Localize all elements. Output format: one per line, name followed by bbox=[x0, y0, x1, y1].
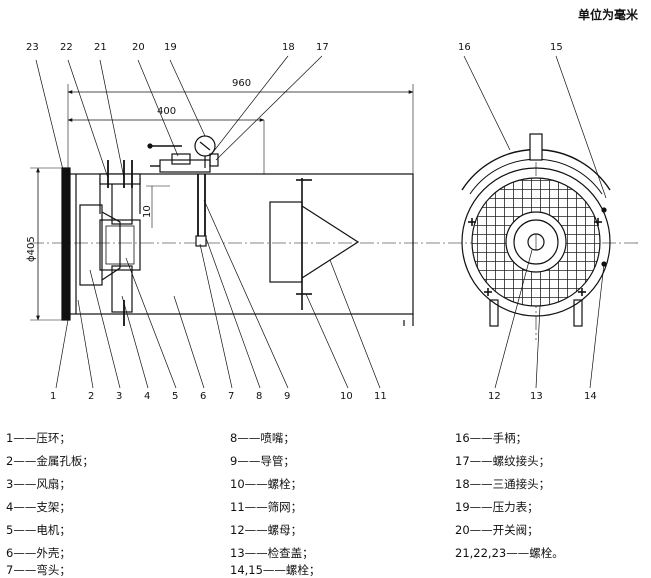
legend-item-10: 10——螺栓； bbox=[230, 477, 303, 491]
callout-1: 1 bbox=[50, 391, 56, 400]
legend-item-4: 4——支架； bbox=[6, 500, 71, 514]
callout-13: 13 bbox=[530, 391, 543, 400]
legend-item-3: 3——风扇； bbox=[6, 477, 71, 491]
callout-19: 19 bbox=[164, 42, 177, 53]
callout-2: 2 bbox=[88, 391, 94, 400]
legend-item-19: 19——压力表； bbox=[455, 500, 539, 514]
legend-item-20: 20——开关阀； bbox=[455, 523, 539, 537]
callout-15: 15 bbox=[550, 42, 563, 53]
legend-item-2: 2——金属孔板； bbox=[6, 454, 94, 468]
leader-lines bbox=[35, 55, 607, 389]
callout-8: 8 bbox=[256, 391, 262, 400]
screen-mesh-frame bbox=[269, 201, 303, 283]
callout-18: 18 bbox=[282, 42, 295, 53]
legend-item-5: 5——电机； bbox=[6, 523, 71, 537]
legend-item-7: 7——弯头； bbox=[6, 563, 71, 577]
callout-21: 21 bbox=[94, 42, 107, 53]
callout-17: 17 bbox=[316, 42, 329, 53]
dim-overall-length: 960 bbox=[232, 78, 251, 89]
legend-item-8: 8——喷嘴； bbox=[230, 431, 295, 445]
legend-item-12: 12——螺母； bbox=[230, 523, 303, 537]
callout-9: 9 bbox=[284, 391, 290, 400]
callout-23: 23 bbox=[26, 42, 39, 53]
callout-14: 14 bbox=[584, 391, 597, 400]
support-bottom bbox=[111, 265, 133, 313]
dim-offset: 10 bbox=[142, 205, 153, 218]
legend-item-6: 6——外壳； bbox=[6, 546, 71, 560]
front-view bbox=[461, 133, 611, 340]
nozzle bbox=[195, 235, 207, 247]
dim-diameter: ϕ405 bbox=[26, 236, 37, 262]
fan bbox=[79, 204, 103, 286]
unit-label: 单位为毫米 bbox=[578, 8, 639, 22]
tee-joint bbox=[159, 159, 211, 173]
callout-3: 3 bbox=[116, 391, 122, 400]
callout-20: 20 bbox=[132, 42, 145, 53]
legend-item-17: 17——螺纹接头； bbox=[455, 454, 551, 468]
screen-cone bbox=[301, 205, 360, 279]
switch-valve bbox=[171, 153, 191, 165]
threaded-joint bbox=[209, 153, 219, 167]
callout-11: 11 bbox=[374, 391, 387, 400]
callout-labels: 1 2 3 4 5 6 7 8 9 10 11 12 13 14 15 16 1… bbox=[26, 42, 597, 400]
legend-item-9: 9——导管； bbox=[230, 454, 295, 468]
legend-item-1: 1——压环； bbox=[6, 431, 71, 445]
legend-item-21-22-23: 21,22,23——螺栓。 bbox=[455, 546, 564, 560]
support-top bbox=[111, 177, 133, 225]
side-view bbox=[30, 84, 640, 326]
callout-6: 6 bbox=[200, 391, 206, 400]
callout-5: 5 bbox=[172, 391, 178, 400]
callout-12: 12 bbox=[488, 391, 501, 400]
callout-22: 22 bbox=[60, 42, 73, 53]
technical-drawing: 960 400 10 ϕ405 bbox=[26, 42, 640, 400]
callout-10: 10 bbox=[340, 391, 353, 400]
fan-blade bbox=[101, 211, 121, 281]
motor bbox=[99, 219, 141, 271]
legend-item-18: 18——三通接头； bbox=[455, 477, 551, 491]
legend-item-16: 16——手柄； bbox=[455, 431, 528, 445]
callout-4: 4 bbox=[144, 391, 150, 400]
pressure-ring bbox=[61, 167, 71, 321]
legend-item-14-15: 14,15——螺栓； bbox=[230, 563, 321, 577]
callout-16: 16 bbox=[458, 42, 471, 53]
callout-7: 7 bbox=[228, 391, 234, 400]
legend-item-11: 11——筛网； bbox=[230, 500, 303, 514]
dim-partial-length: 400 bbox=[157, 106, 176, 117]
legend-item-13: 13——检查盖； bbox=[230, 546, 314, 560]
